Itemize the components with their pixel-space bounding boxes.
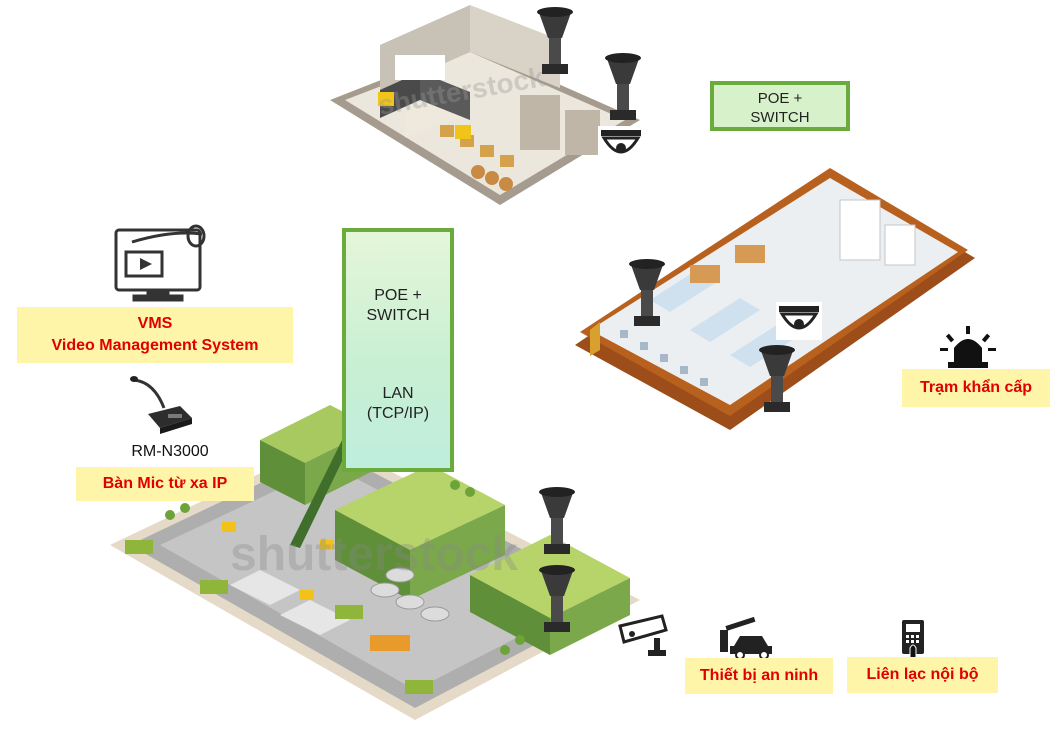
store-right-illustration: [575, 168, 975, 430]
lan-label: LAN: [382, 385, 414, 402]
intercom-label: Liên lạc nội bộ: [847, 657, 998, 693]
factory-illustration: [110, 405, 640, 720]
switch-top-line2: SWITCH: [750, 109, 810, 126]
security-devices-label: Thiết bị an ninh: [685, 658, 833, 694]
horn-speaker-icon: [537, 7, 573, 74]
watermark-text: shutterstock: [230, 528, 518, 581]
horn-speaker-icon: [605, 53, 641, 120]
lan-protocol-label: (TCP/IP): [366, 405, 430, 422]
vms-subtitle: Video Management System: [51, 337, 259, 354]
poe-switch-box-main: POE + SWITCH LAN (TCP/IP): [342, 228, 454, 472]
cctv-camera-icon: [618, 614, 668, 656]
warehouse-top-illustration: [330, 5, 640, 205]
horn-speaker-icon: [539, 565, 575, 632]
desk-microphone-icon: [130, 376, 192, 434]
horn-speaker-icon: [629, 259, 665, 326]
dome-camera-icon: [776, 302, 822, 340]
mic-label: Bàn Mic từ xa IP: [76, 467, 254, 501]
monitor-vms-icon: [114, 224, 206, 302]
poe-switch-box-top: POE + SWITCH: [710, 81, 850, 131]
dome-camera-icon: [598, 126, 644, 164]
emergency-station-label: Trạm khẩn cấp: [902, 369, 1050, 407]
car-barrier-icon: [720, 616, 772, 660]
emergency-siren-icon: [940, 326, 996, 368]
mic-model-label: RM-N3000: [131, 443, 209, 460]
switch-main-line2: SWITCH: [366, 307, 430, 324]
vms-label: VMS Video Management System: [17, 307, 293, 363]
switch-top-line1: POE +: [757, 90, 803, 107]
horn-speaker-icon: [539, 487, 575, 554]
switch-main-line1: POE +: [374, 287, 422, 304]
horn-speaker-icon: [759, 345, 795, 412]
intercom-icon: [902, 620, 924, 659]
vms-title: VMS: [137, 315, 173, 332]
